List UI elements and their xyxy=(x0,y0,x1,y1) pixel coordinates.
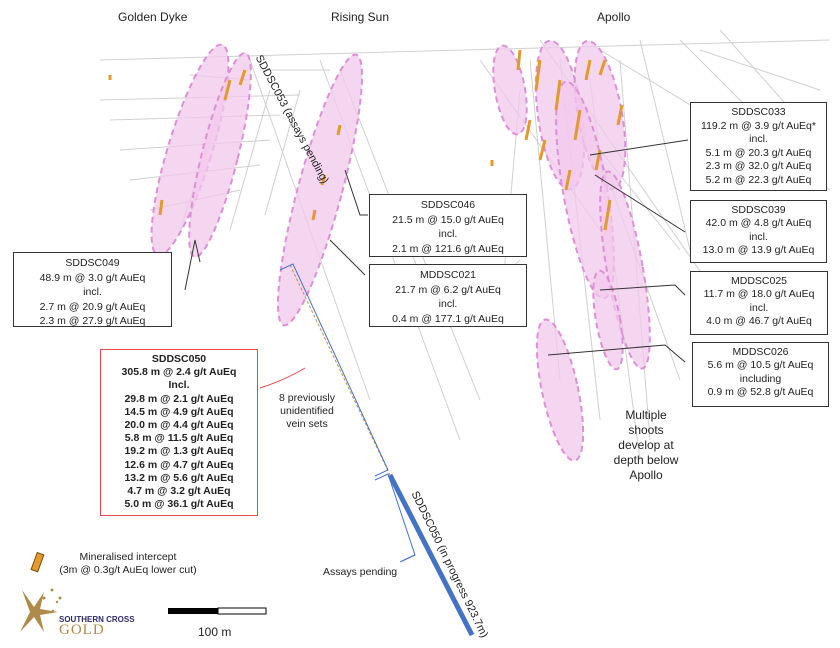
scale-bar xyxy=(168,607,267,615)
callout-sddsc033: SDDSC033 119.2 m @ 3.9 g/t AuEq* incl. 5… xyxy=(690,102,827,191)
intercept-line: 5.0 m @ 36.1 g/t AuEq xyxy=(124,498,234,511)
intercept-line: 0.9 m @ 52.8 g/t AuEq xyxy=(707,386,814,399)
callout-mddsc021: MDDSC021 21.7 m @ 6.2 g/t AuEq incl. 0.4… xyxy=(369,264,527,327)
intercept-line: 14.5 m @ 4.9 g/t AuEq xyxy=(124,405,234,418)
logo-gold: GOLD xyxy=(59,622,105,638)
intercept-line: 2.3 m @ 32.0 g/t AuEq xyxy=(705,160,812,173)
intercept-line: including xyxy=(739,372,782,385)
note-line: shoots xyxy=(628,423,664,437)
hole-id: MDDSC026 xyxy=(732,346,789,358)
hole-id: MDDSC025 xyxy=(730,275,788,287)
intercept-line: incl. xyxy=(749,301,769,314)
intercept-line: 5.8 m @ 11.5 g/t AuEq xyxy=(124,432,234,445)
legend-sublabel: (3m @ 0.3g/t AuEq lower cut) xyxy=(59,564,197,576)
note-line: Apollo xyxy=(629,468,663,482)
intercept-line: incl. xyxy=(749,230,768,243)
intercept-line: 48.9 m @ 3.0 g/t AuEq xyxy=(39,271,146,284)
intercept-line: 13.0 m @ 13.9 g/t AuEq xyxy=(702,244,815,257)
intercept-line: 11.7 m @ 18.0 g/t AuEq xyxy=(703,288,815,301)
intercept-line: 42.0 m @ 4.8 g/t AuEq xyxy=(705,217,812,230)
intercept-line: 5.6 m @ 10.5 g/t AuEq xyxy=(707,359,814,372)
note-line: develop at xyxy=(618,438,674,452)
note-assays-pending: Assays pending xyxy=(323,566,398,578)
intercept-line: 2.3 m @ 27.9 g/t AuEq xyxy=(39,315,146,328)
legend-intercept-icon xyxy=(30,551,45,573)
hole-id: MDDSC021 xyxy=(419,269,477,281)
intercepts xyxy=(108,49,624,231)
intercept-line: 0.4 m @ 177.1 g/t AuEq xyxy=(392,312,504,325)
intercept-line: 20.0 m @ 4.4 g/t AuEq xyxy=(124,419,234,432)
hole-id: SDDSC039 xyxy=(731,204,786,216)
intercept-line: 13.2 m @ 5.6 g/t AuEq xyxy=(124,471,234,484)
hole-id: SDDSC033 xyxy=(731,106,786,118)
label-apollo: Apollo xyxy=(597,10,631,24)
intercept-line: 5.1 m @ 20.3 g/t AuEq xyxy=(705,146,812,159)
intercept-line: 2.7 m @ 20.9 g/t AuEq xyxy=(39,300,146,313)
intercept-line: 21.7 m @ 6.2 g/t AuEq xyxy=(395,283,501,296)
logo-star-icon xyxy=(14,588,62,632)
callout-leader xyxy=(259,367,306,389)
callout-sddsc046: SDDSC046 21.5 m @ 15.0 g/t AuEq incl. 2.… xyxy=(369,194,527,257)
callout-sddsc039: SDDSC039 42.0 m @ 4.8 g/t AuEq incl. 13.… xyxy=(690,200,827,263)
intercept-line: 4.0 m @ 46.7 g/t AuEq xyxy=(706,315,812,328)
note-line: depth below xyxy=(613,453,679,467)
label-golden-dyke: Golden Dyke xyxy=(118,10,188,24)
intercept-line: 2.1 m @ 121.6 g/t AuEq xyxy=(392,242,504,255)
hole-id: SDDSC049 xyxy=(65,257,120,269)
note-vein-sets: 8 previously unidentified vein sets xyxy=(272,392,342,431)
callout-mddsc025: MDDSC025 11.7 m @ 18.0 g/t AuEq incl. 4.… xyxy=(690,271,828,335)
intercept-line: incl. xyxy=(438,298,458,311)
note-line: vein sets xyxy=(286,418,328,430)
intercept-line: incl. xyxy=(749,133,768,146)
note-line: unidentified xyxy=(280,405,334,417)
callout-sddsc049: SDDSC049 48.9 m @ 3.0 g/t AuEq incl. 2.7… xyxy=(13,252,172,327)
legend: Mineralised intercept (3m @ 0.3g/t AuEq … xyxy=(58,551,198,577)
intercept-line: incl. xyxy=(83,286,102,299)
intercept-line: 12.6 m @ 4.7 g/t AuEq xyxy=(124,458,234,471)
intercept-line: incl. xyxy=(438,228,458,241)
scale-label: 100 m xyxy=(198,625,232,639)
legend-label: Mineralised intercept xyxy=(79,551,177,563)
intercept-line: 5.2 m @ 22.3 g/t AuEq xyxy=(705,173,812,186)
note-line: 8 previously xyxy=(278,392,336,404)
hole-id: SDDSC046 xyxy=(420,199,476,211)
hole-id: SDDSC050 xyxy=(151,353,207,365)
intercept-line: 4.7 m @ 3.2 g/t AuEq xyxy=(127,485,231,498)
note-multiple-shoots: Multiple shoots develop at depth below A… xyxy=(606,408,686,483)
intercept-line: 19.2 m @ 1.3 g/t AuEq xyxy=(124,445,234,458)
intercept-line: 119.2 m @ 3.9 g/t AuEq* xyxy=(701,119,816,132)
label-rising-sun: Rising Sun xyxy=(331,10,390,24)
leader-lines xyxy=(184,139,689,363)
sddsc050-trace xyxy=(279,263,475,637)
intercept-line: 305.8 m @ 2.4 g/t AuEq xyxy=(121,366,237,379)
note-line: Multiple xyxy=(625,408,667,422)
callout-mddsc026: MDDSC026 5.6 m @ 10.5 g/t AuEq including… xyxy=(692,342,829,407)
intercept-line: Incl. xyxy=(168,379,190,392)
logo-text: SOUTHERN CROSS xyxy=(59,615,135,624)
callout-sddsc050: SDDSC050 305.8 m @ 2.4 g/t AuEq Incl. 29… xyxy=(100,349,258,516)
intercept-line: 29.8 m @ 2.1 g/t AuEq xyxy=(124,392,234,405)
intercept-line: 21.5 m @ 15.0 g/t AuEq xyxy=(392,213,504,226)
